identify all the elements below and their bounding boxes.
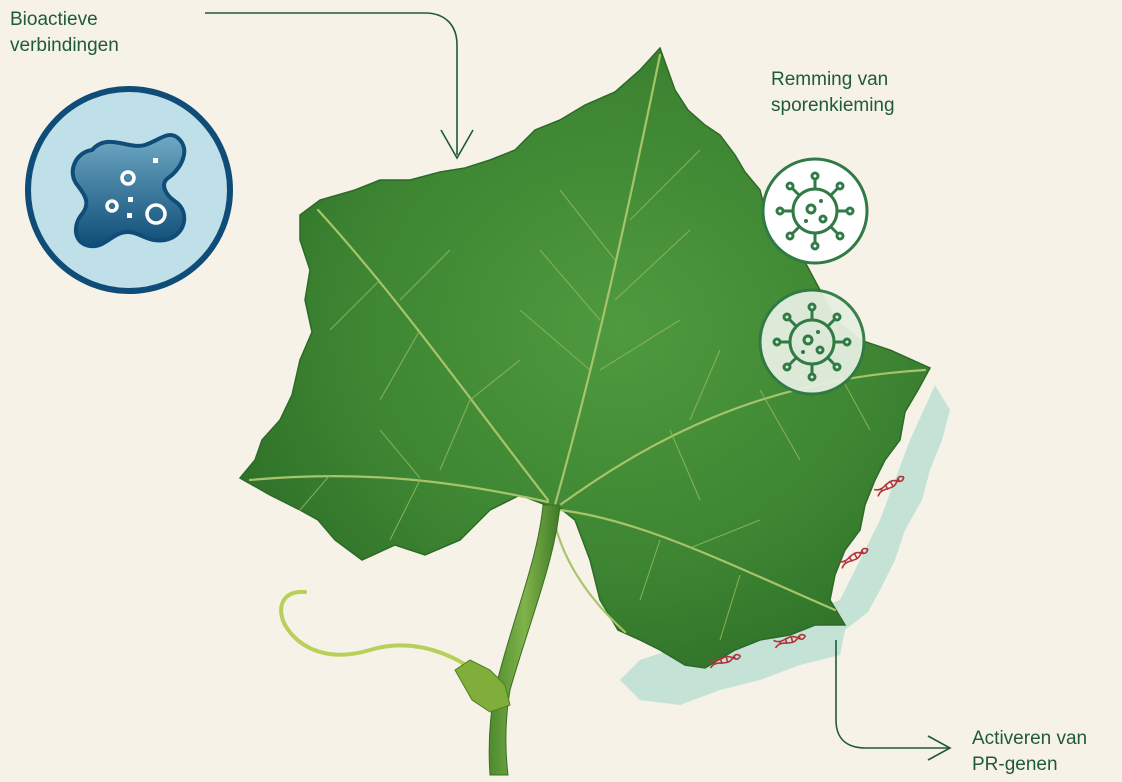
label-spore-line-2: sporenkieming [771,93,895,119]
virus-icon [760,290,864,394]
label-spore-line-1: Remming van [771,67,895,93]
label-bioactive-line-1: Bioactieve [10,7,119,33]
microbe-icon [28,89,230,291]
label-pr-line-1: Activeren van [972,726,1087,752]
leaf-stem [489,505,560,775]
label-bioactive-compounds: Bioactieve verbindingen [10,7,119,59]
label-bioactive-line-2: verbindingen [10,33,119,59]
virus-icon [763,159,867,263]
label-pr-line-2: PR-genen [972,752,1087,778]
label-pr-genes: Activeren van PR-genen [972,726,1087,778]
arrow-bioactive [205,13,457,155]
arrow-pr-genes [836,640,948,748]
label-spore-inhibition: Remming van sporenkieming [771,67,895,119]
